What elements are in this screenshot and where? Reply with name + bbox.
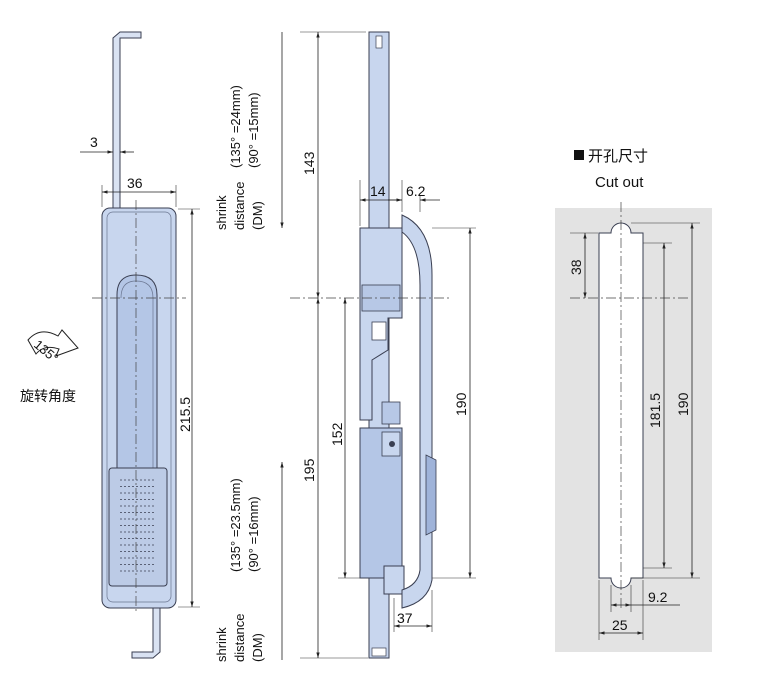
side-grip [425,454,437,536]
cutout-title-cn: 开孔尺寸 [588,148,648,165]
dim-38-label: 38 [568,259,584,275]
side-handle [401,214,433,609]
shrink-top-2: distance [232,182,247,230]
dim-143-label: 143 [301,151,317,175]
grip-area [108,467,168,587]
cutout-view: 开孔尺寸 Cut out 38 181.5 190 9.2 25 [555,148,712,652]
dm-bottom-line2: (90° =16mm) [246,496,261,572]
grip-ridges [120,479,156,572]
front-view: 3 36 215.5 135° 旋转角度 [20,31,200,659]
handle-slot [116,274,158,469]
dm-bottom-line1: (135° =23.5mm) [228,478,243,572]
dim-215-5-label: 215.5 [177,397,193,432]
dim-152-label: 152 [329,422,345,446]
shrink-bottom-1: shrink [214,627,229,662]
rotation-arrow-icon: 135° [27,329,79,366]
dm-top-line2: (90° =15mm) [246,92,261,168]
dm-top-line1: (135° =24mm) [228,85,243,168]
side-view: (135° =24mm) (90° =15mm) shrink distance… [214,31,476,662]
dim-9-2-label: 9.2 [648,589,668,605]
shrink-bottom-2: distance [232,614,247,662]
dim-190-side-label: 190 [453,392,469,416]
dim-3-label: 3 [90,134,98,150]
dim-25-label: 25 [612,617,628,633]
dim-36-label: 36 [127,175,143,191]
shrink-top-1: shrink [214,195,229,230]
title-square-icon [574,150,584,160]
dim-37-label: 37 [397,610,413,626]
dim-14-label: 14 [370,183,386,199]
dim-195-label: 195 [301,458,317,482]
dim-6-2-label: 6.2 [406,183,426,199]
shrink-top-3: (DM) [250,201,265,230]
cutout-title-en: Cut out [595,174,644,191]
dim-190-cutout-label: 190 [675,392,691,416]
top-rod [112,31,142,213]
shrink-bottom-3: (DM) [250,633,265,662]
rotation-caption: 旋转角度 [20,388,76,404]
dim-181-5-label: 181.5 [647,393,663,428]
